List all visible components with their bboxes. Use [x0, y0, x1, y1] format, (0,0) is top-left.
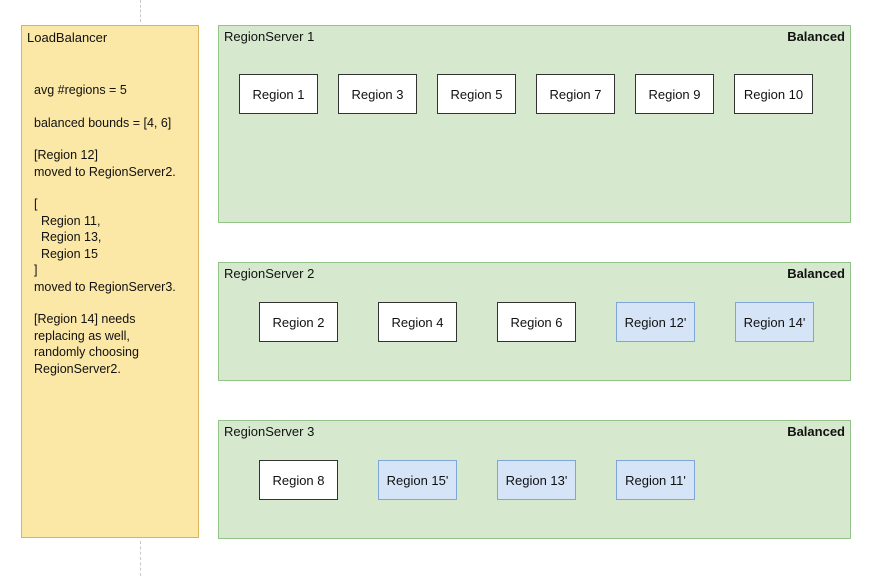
region-box: Region 10: [734, 74, 813, 114]
note-spacer: [34, 180, 176, 196]
dashed-guide-top: [140, 0, 141, 22]
server-name: RegionServer 1: [224, 29, 315, 44]
region-server-3: RegionServer 3 Balanced Region 8 Region 1…: [218, 420, 851, 539]
region-server-1: RegionServer 1 Balanced Region 1 Region 3…: [218, 25, 851, 223]
note-spacer: [34, 131, 176, 147]
note-line: ]: [34, 263, 38, 277]
load-balancer-title: LoadBalancer: [27, 30, 108, 45]
region-box: Region 3: [338, 74, 417, 114]
note-line: [Region 12]: [34, 148, 98, 162]
moved-region-box: Region 13': [497, 460, 576, 500]
note-line: replacing as well,: [34, 328, 130, 343]
server-status: Balanced: [787, 266, 845, 281]
note-line: moved to RegionServer3.: [34, 279, 176, 294]
note-line: randomly choosing: [34, 345, 139, 359]
note-line: [: [34, 197, 38, 211]
region-server-2: RegionServer 2 Balanced Region 2 Region 4…: [218, 262, 851, 381]
note-spacer: [34, 295, 176, 311]
region-box: Region 1: [239, 74, 318, 114]
load-balancer-panel: LoadBalancer avg #regions = 5 balanced bo…: [21, 25, 199, 538]
region-box: Region 9: [635, 74, 714, 114]
moved-region-box: Region 12': [616, 302, 695, 342]
note-line: Region 13,: [34, 230, 102, 244]
note-line: avg #regions = 5: [34, 83, 127, 97]
server-status: Balanced: [787, 29, 845, 44]
region-box: Region 6: [497, 302, 576, 342]
moved-region-box: Region 11': [616, 460, 695, 500]
note-line: moved to RegionServer2.: [34, 164, 176, 179]
region-box: Region 4: [378, 302, 457, 342]
moved-region-box: Region 15': [378, 460, 457, 500]
moved-region-box: Region 14': [735, 302, 814, 342]
note-spacer: [34, 99, 176, 115]
region-box: Region 8: [259, 460, 338, 500]
note-line: Region 11,: [34, 213, 101, 228]
server-name: RegionServer 3: [224, 424, 315, 439]
server-status: Balanced: [787, 424, 845, 439]
server-name: RegionServer 2: [224, 266, 315, 281]
region-box: Region 2: [259, 302, 338, 342]
note-line: balanced bounds = [4, 6]: [34, 115, 172, 130]
note-line: [Region 14] needs: [34, 312, 136, 326]
region-box: Region 7: [536, 74, 615, 114]
dashed-guide-bottom: [140, 541, 141, 576]
note-line: RegionServer2.: [34, 361, 121, 376]
region-box: Region 5: [437, 74, 516, 114]
load-balancer-notes: avg #regions = 5 balanced bounds = [4, 6]…: [34, 82, 176, 377]
note-line: Region 15: [34, 246, 98, 261]
